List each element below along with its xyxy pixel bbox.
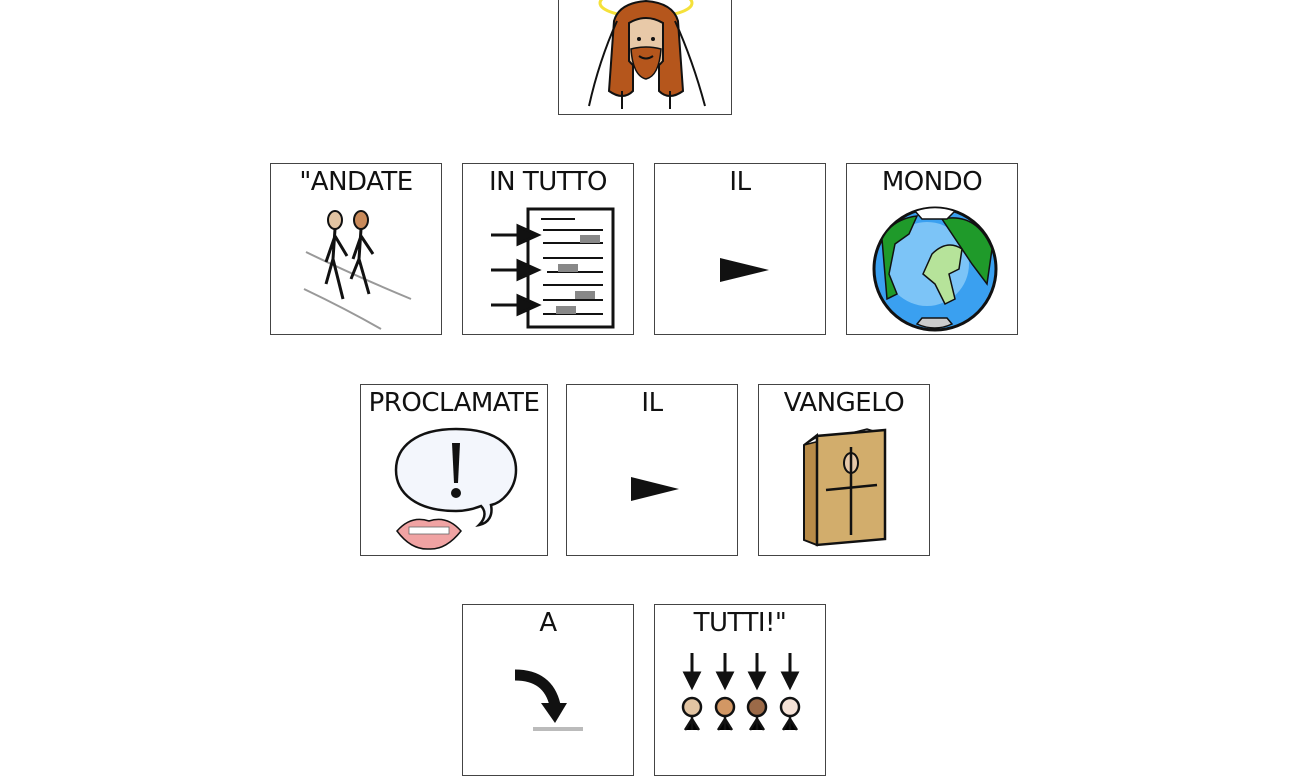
symbol-card-tutti[interactable]: TUTTI!" — [654, 604, 826, 776]
card-label: IL — [641, 388, 663, 418]
jesus-icon — [588, 0, 706, 109]
card-label: PROCLAMATE — [368, 388, 540, 418]
all-document-arrows-icon — [491, 207, 615, 329]
symbol-card-andate[interactable]: "ANDATE — [270, 163, 442, 335]
article-triangle-icon — [720, 258, 769, 282]
arrows-to-people-icon — [681, 653, 801, 731]
symbol-card-a[interactable]: A — [462, 604, 634, 776]
card-label: MONDO — [881, 167, 983, 197]
speech-bubble-exclamation-icon — [394, 427, 518, 550]
globe-icon — [872, 206, 998, 332]
jesus-symbol-card — [558, 0, 732, 115]
symbol-card-il-2[interactable]: IL — [566, 384, 738, 556]
symbol-card-in-tutto[interactable]: IN TUTTO — [462, 163, 634, 335]
article-triangle-icon — [631, 477, 679, 501]
symbol-card-vangelo[interactable]: VANGELO — [758, 384, 930, 556]
card-label: VANGELO — [783, 388, 905, 418]
symbol-card-mondo[interactable]: MONDO — [846, 163, 1018, 335]
curved-arrow-to-icon — [514, 669, 583, 731]
card-label: "ANDATE — [299, 167, 413, 197]
card-label: IL — [729, 167, 751, 197]
walking-people-icon — [303, 210, 412, 330]
symbol-card-proclamate[interactable]: PROCLAMATE — [360, 384, 548, 556]
card-label: TUTTI!" — [693, 608, 787, 638]
card-label: A — [539, 608, 557, 638]
card-label: IN TUTTO — [488, 167, 608, 197]
gospel-book-icon — [803, 428, 887, 547]
symbol-card-il[interactable]: IL — [654, 163, 826, 335]
